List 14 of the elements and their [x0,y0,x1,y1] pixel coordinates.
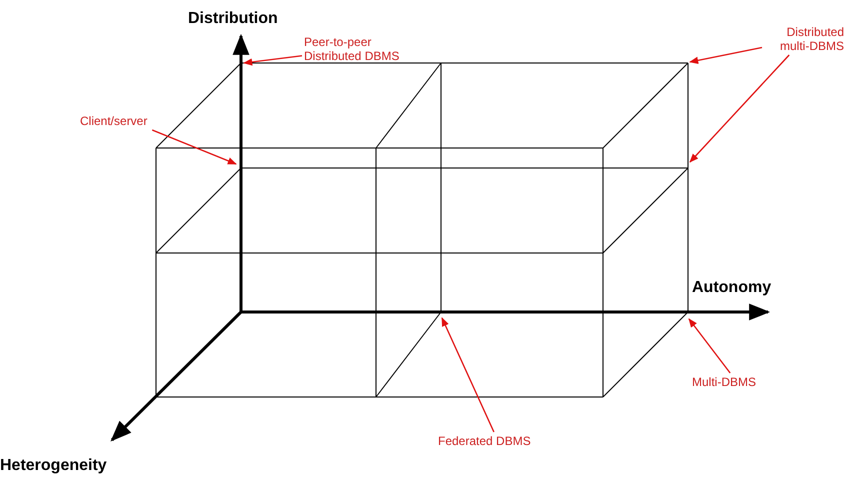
leader-line [689,54,790,163]
callout-text: Peer-to-peer Distributed DBMS [304,35,408,63]
callout-text: Distributed multi-DBMS [764,25,844,53]
leader-line [152,129,237,165]
leader-line [441,317,494,432]
axis-label: Heterogeneity [0,457,107,475]
callout-text: Federated DBMS [438,434,558,448]
axis-label: Autonomy [692,279,772,297]
leader-line [689,46,762,64]
axis-label: Distribution [188,10,278,28]
leader-line [243,55,302,66]
leader-line [688,318,731,374]
callout-text: Multi-DBMS [692,375,782,389]
callout-text: Client/server [80,114,180,128]
